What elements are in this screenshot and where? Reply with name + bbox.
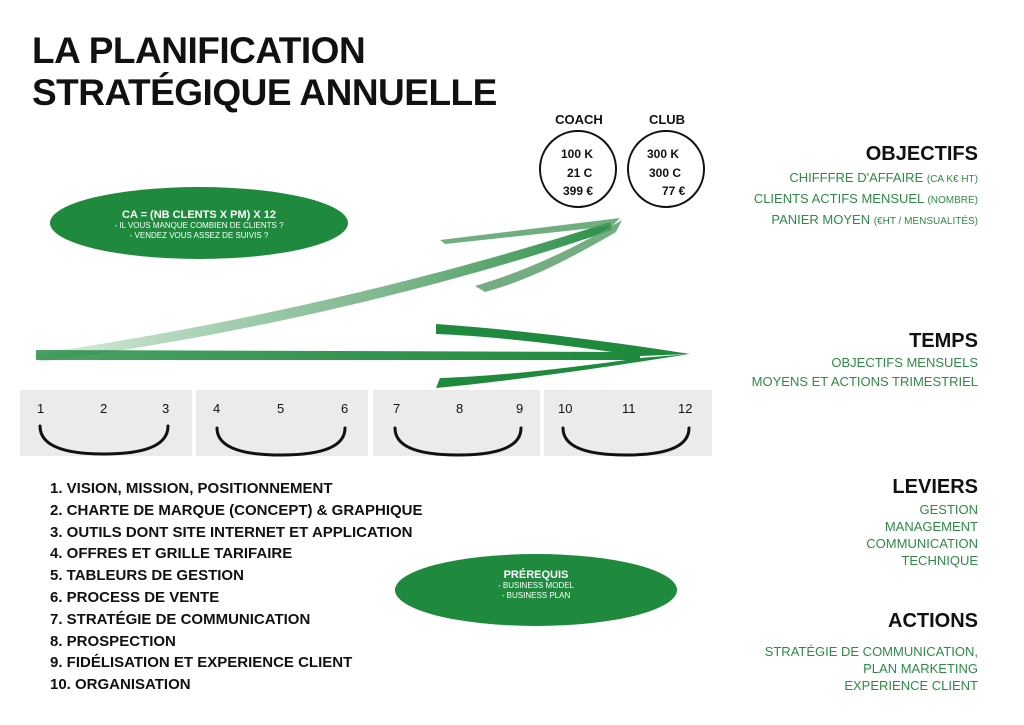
temps-heading: TEMPS — [909, 330, 978, 352]
list-item: 8. PROSPECTION — [50, 632, 176, 650]
quarter-4-arc — [561, 426, 691, 457]
month-3: 3 — [162, 401, 170, 416]
leviers-item: TECHNIQUE — [901, 553, 978, 568]
month-12: 12 — [678, 401, 693, 416]
coach-ca: 100 K — [561, 147, 594, 161]
quarter-2-arc — [215, 426, 347, 457]
coach-clients: 21 C — [567, 166, 593, 180]
leviers-section: LEVIERS GESTION MANAGEMENT COMMUNICATION… — [866, 476, 978, 569]
ca-question-1: - IL VOUS MANQUE COMBIEN DE CLIENTS ? — [114, 221, 284, 230]
objectifs-heading: OBJECTIFS — [865, 143, 978, 165]
leviers-item: MANAGEMENT — [884, 519, 978, 534]
title-line-2: STRATÉGIQUE ANNUELLE — [32, 72, 497, 113]
growth-arrow-lower-barb — [475, 220, 622, 292]
list-item: 1. VISION, MISSION, POSITIONNEMENT — [50, 480, 333, 497]
quarter-1-arc — [38, 424, 170, 456]
list-item: 9. FIDÉLISATION ET EXPERIENCE CLIENT — [50, 654, 353, 672]
time-arrow-shaft — [36, 350, 640, 360]
month-7: 7 — [393, 401, 401, 416]
prerequis-item: - BUSINESS PLAN — [501, 591, 571, 600]
club-panier: 77 € — [662, 184, 686, 198]
actions-section: ACTIONS STRATÉGIE DE COMMUNICATION, PLAN… — [765, 610, 978, 694]
month-4: 4 — [213, 401, 221, 416]
quarter-1-block — [20, 390, 192, 456]
objectifs-line-1-text: CHIFFFRE D'AFFAIRE — [789, 170, 924, 185]
list-item: 5. TABLEURS DE GESTION — [50, 567, 244, 585]
list-item: 7. STRATÉGIE DE COMMUNICATION — [50, 610, 311, 628]
month-11: 11 — [622, 401, 636, 416]
growth-arrow-shaft — [36, 222, 612, 362]
time-arrow-lower-barb — [436, 354, 690, 388]
actions-heading: ACTIONS — [888, 610, 978, 632]
month-2: 2 — [100, 401, 108, 416]
month-8: 8 — [456, 401, 464, 416]
ca-question-2: - VENDEZ VOUS ASSEZ DE SUIVIS ? — [129, 231, 269, 240]
leviers-item: GESTION — [919, 502, 978, 517]
objectifs-line-3: PANIER MOYEN (€HT / MENSUALITÉS) — [754, 210, 978, 231]
ca-formula-oval: CA = (NB CLENTS X PM) X 12 - IL VOUS MAN… — [50, 187, 348, 259]
objectifs-line-1-unit: (CA K€ HT) — [926, 174, 978, 185]
objectifs-line-2: CLIENTS ACTIFS MENSUEL (NOMBRE) — [754, 189, 978, 210]
club-label: CLUB — [648, 112, 686, 127]
levers-list: 1. VISION, MISSION, POSITIONNEMENT 2. CH… — [50, 478, 423, 696]
leviers-heading: LEVIERS — [892, 476, 978, 498]
temps-line-1: OBJECTIFS MENSUELS — [831, 355, 978, 370]
leviers-item: COMMUNICATION — [866, 536, 978, 551]
growth-arrow-upper-barb — [440, 218, 620, 244]
list-item: 10. ORGANISATION — [50, 676, 191, 694]
actions-item: EXPERIENCE CLIENT — [844, 678, 978, 693]
coach-label: COACH — [555, 112, 603, 127]
temps-line-2: MOYENS ET ACTIONS TRIMESTRIEL — [751, 374, 978, 389]
club-clients: 300 C — [649, 166, 682, 180]
objectifs-line-2-text: CLIENTS ACTIFS MENSUEL — [753, 191, 924, 206]
prerequis-oval: PRÉREQUIS - BUSINESS MODEL - BUSINESS PL… — [395, 554, 677, 626]
objectifs-section: OBJECTIFS CHIFFFRE D'AFFAIRE (CA K€ HT) … — [754, 143, 978, 231]
month-1: 1 — [37, 401, 45, 416]
actions-item: PLAN MARKETING — [863, 661, 978, 676]
list-item: 4. OFFRES ET GRILLE TARIFAIRE — [50, 545, 293, 563]
coach-panier: 399 € — [563, 184, 594, 198]
prerequis-heading: PRÉREQUIS — [503, 569, 569, 581]
list-item: 2. CHARTE DE MARQUE (CONCEPT) & GRAPHIQU… — [50, 501, 423, 519]
page-title: LA PLANIFICATION STRATÉGIQUE ANNUELLE — [32, 30, 497, 114]
coach-circle: 100 K 21 C 399 € — [539, 130, 617, 208]
month-9: 9 — [516, 401, 524, 416]
objectifs-line-2-unit: (NOMBRE) — [927, 195, 978, 206]
quarter-3-arc — [393, 426, 523, 457]
ca-formula: CA = (NB CLENTS X PM) X 12 — [122, 209, 276, 221]
prerequis-item: - BUSINESS MODEL — [497, 581, 574, 590]
month-10: 10 — [558, 401, 573, 416]
list-item: 6. PROCESS DE VENTE — [50, 588, 220, 606]
title-line-1: LA PLANIFICATION — [32, 30, 366, 71]
objectifs-line-1: CHIFFFRE D'AFFAIRE (CA K€ HT) — [754, 168, 978, 189]
month-6: 6 — [341, 401, 349, 416]
list-item: 3. OUTILS DONT SITE INTERNET ET APPLICAT… — [50, 523, 413, 541]
time-arrow-upper-barb — [436, 324, 690, 356]
actions-item: STRATÉGIE DE COMMUNICATION, — [764, 644, 978, 659]
club-ca: 300 K — [647, 147, 680, 161]
temps-section: TEMPS OBJECTIFS MENSUELS MOYENS ET ACTIO… — [752, 330, 978, 391]
objectifs-line-3-text: PANIER MOYEN — [771, 212, 871, 227]
month-5: 5 — [277, 401, 285, 416]
club-circle: 300 K 300 C 77 € — [627, 130, 705, 208]
objectifs-line-3-unit: (€HT / MENSUALITÉS) — [873, 216, 978, 227]
